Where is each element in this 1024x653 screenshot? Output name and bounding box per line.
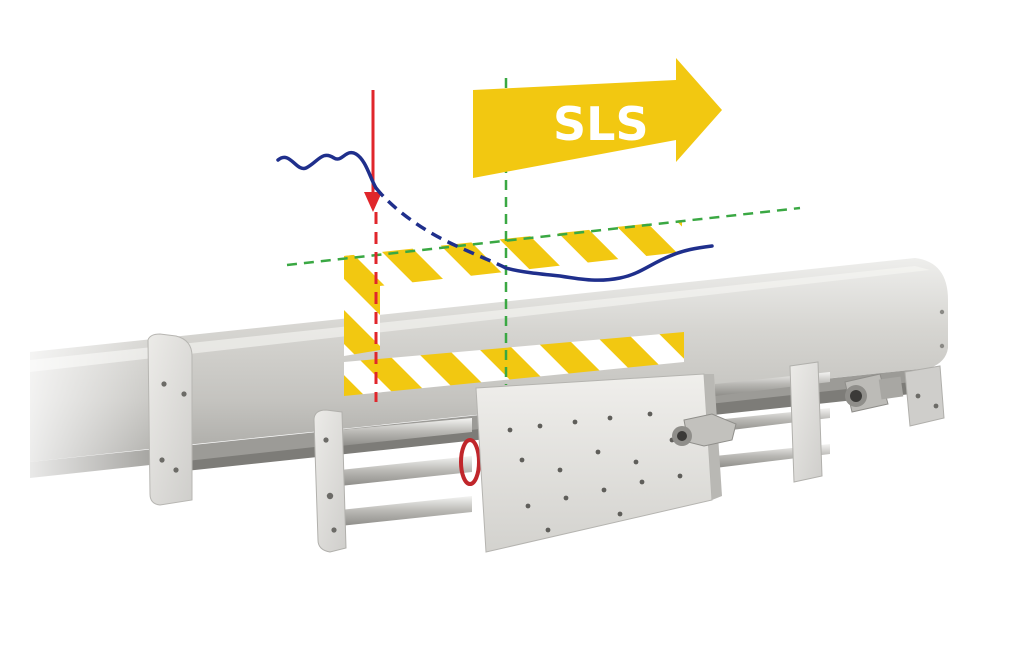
bolt-hole [161, 381, 167, 387]
motor-connector-icon [844, 373, 904, 413]
hazard-barrier [344, 220, 684, 396]
speed-curve-limited [504, 244, 714, 282]
bolt-hole [323, 437, 329, 443]
right-end-block [904, 365, 945, 427]
bolt-hole [326, 492, 334, 500]
front-end-plate [313, 409, 347, 553]
left-fade [0, 330, 170, 530]
bolt-hole [933, 403, 939, 409]
mounting-holes [507, 411, 683, 533]
left-end-cap [147, 333, 193, 506]
sls-label: SLS [553, 97, 649, 151]
front-guide-rod [340, 418, 472, 446]
bolt-hole [939, 309, 945, 315]
speed-curve-before [276, 150, 378, 190]
bolt-hole [915, 393, 921, 399]
hazard-barrier-bottom [344, 332, 684, 396]
slider-connector-icon [672, 413, 737, 447]
bolt-hole [331, 527, 337, 533]
linear-actuator [0, 258, 948, 553]
slider-block [475, 373, 713, 553]
hazard-barrier-post [344, 252, 380, 356]
speed-curve-transition [374, 186, 507, 270]
housing-highlight [30, 266, 930, 372]
front-guide-rod [340, 496, 472, 526]
bolt-hole [159, 457, 165, 463]
sls-badge: SLS [473, 58, 722, 178]
bolt-hole [173, 467, 179, 473]
rear-carriage-plate [789, 361, 823, 483]
bolt-hole [181, 391, 187, 397]
speed-limit-line [286, 206, 801, 267]
bolt-hole [939, 343, 945, 349]
front-guide-rod [340, 456, 472, 486]
hazard-barrier-top [344, 220, 682, 290]
right-arrow-icon [473, 58, 722, 178]
red-seal-ring [459, 438, 481, 486]
